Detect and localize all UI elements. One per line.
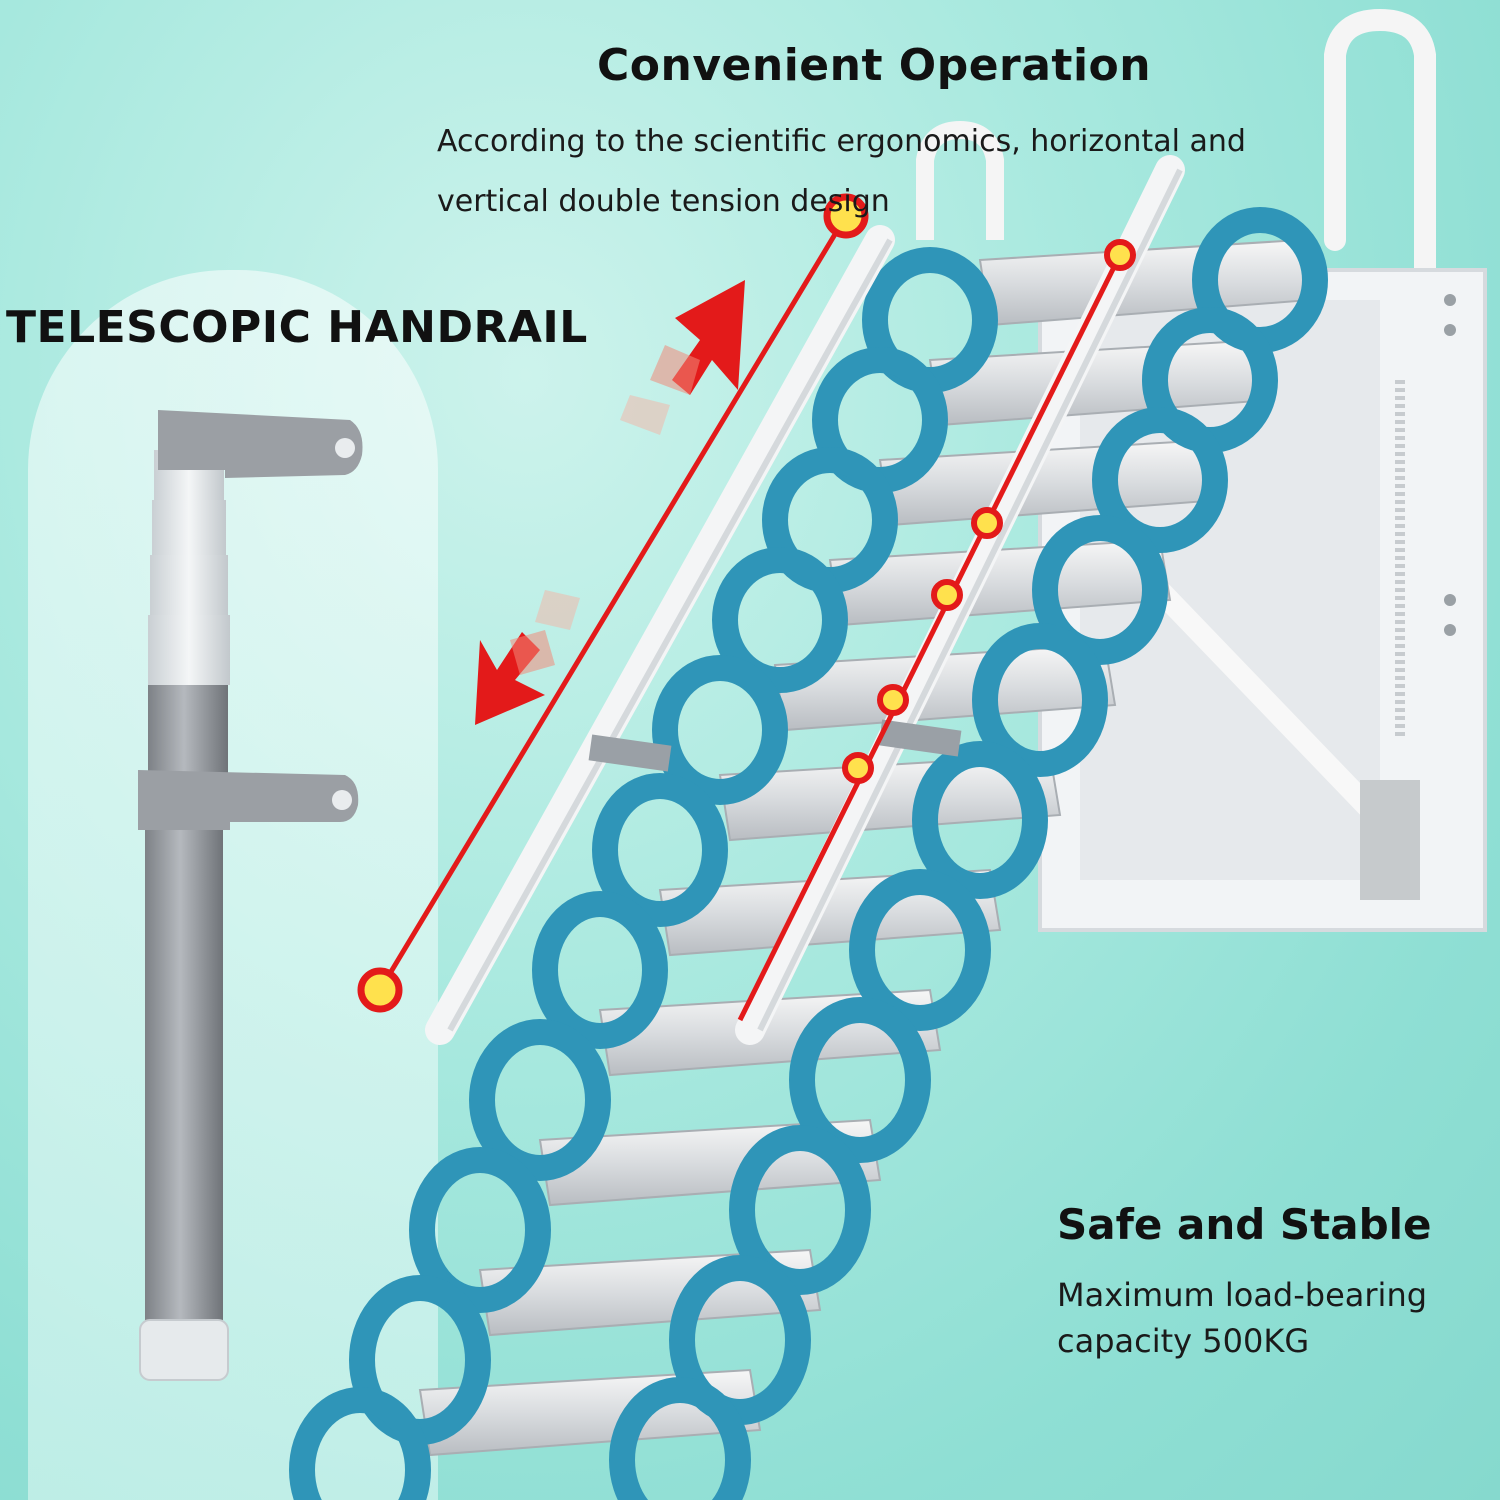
safe-and-stable-title: Safe and Stable — [1057, 1200, 1432, 1249]
ladder-steps — [289, 207, 1328, 1500]
convenient-operation-description: According to the scientific ergonomics, … — [437, 112, 1297, 232]
telescopic-handrail-part — [138, 410, 363, 1381]
down-arrow-icon — [475, 590, 580, 725]
marker-dot-icon — [357, 193, 1136, 1013]
safe-and-stable-line-2: capacity 500KG — [1057, 1322, 1310, 1360]
up-arrow-icon — [620, 280, 745, 435]
extension-guides — [377, 214, 1123, 1022]
safe-and-stable-description: Maximum load-bearing capacity 500KG — [1057, 1272, 1477, 1364]
safe-and-stable-line-1: Maximum load-bearing — [1057, 1276, 1428, 1314]
telescopic-handrail-title: TELESCOPIC HANDRAIL — [6, 302, 588, 353]
convenient-operation-title: Convenient Operation — [597, 40, 1152, 91]
convenient-operation-line-2: vertical double tension design — [437, 184, 890, 219]
convenient-operation-line-1: According to the scientific ergonomics, … — [437, 124, 1246, 159]
